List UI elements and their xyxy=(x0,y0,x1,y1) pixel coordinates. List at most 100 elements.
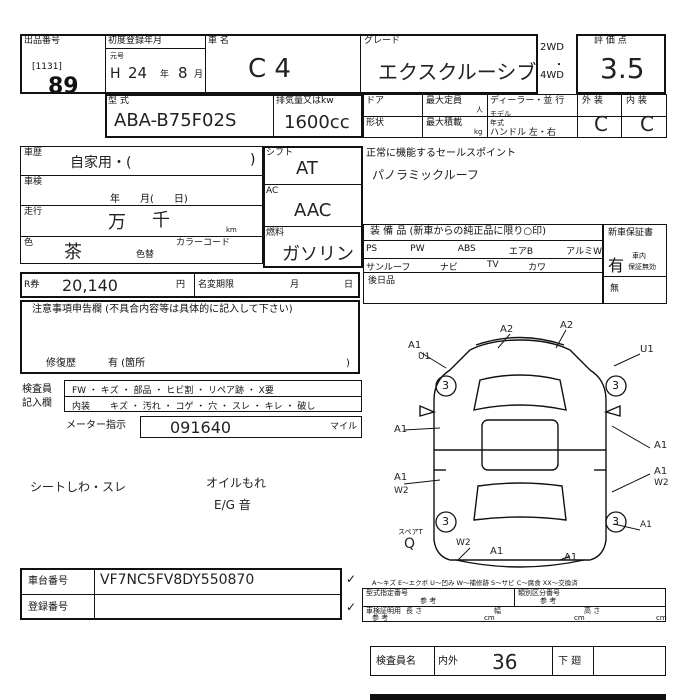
mark-a1-rear-left: A1 xyxy=(490,546,504,557)
first-reg-label: 初度登録年月 xyxy=(108,36,163,46)
equip-ps: PS xyxy=(366,244,378,254)
displacement: 1600cc xyxy=(284,112,350,133)
capacity-label: 最大定員 xyxy=(426,96,463,106)
length-cm: cm xyxy=(484,614,495,622)
equipment-row1: PS PW ABS エアB アルミW xyxy=(366,244,602,257)
mark-w2-right: W2 xyxy=(654,478,669,488)
tax-frame xyxy=(20,272,360,298)
color-code-label: カラーコード xyxy=(176,238,231,248)
lower-frame xyxy=(552,646,666,676)
capacity-unit: 人 xyxy=(476,106,483,114)
hw-note2: オイルもれ xyxy=(206,476,267,490)
width-label: 幅 xyxy=(494,607,501,615)
equip-abs: ABS xyxy=(457,244,476,254)
damage-legend: A〜キズ E〜エクボ U〜凹み W〜補修跡 S〜サビ C〜腐食 XX〜交換済 xyxy=(372,579,578,587)
inspector-row2-label: 内装 xyxy=(72,402,91,412)
mileage-man: 万 xyxy=(108,212,126,233)
meter-value: 091640 xyxy=(170,418,232,437)
exterior-label: 外 装 xyxy=(582,96,603,106)
model-label: 型 式 xyxy=(108,96,129,106)
mark-u1-fr: U1 xyxy=(640,344,654,355)
reg-no-label: 登録番号 xyxy=(28,602,68,613)
repair-label: 修復歴 xyxy=(46,358,76,369)
mark-a1-right-door: A1 xyxy=(654,440,668,451)
model: ABA-B75F02S xyxy=(114,110,237,131)
usage-close: ) xyxy=(250,152,256,168)
dealer-label: ディーラー・並 行 xyxy=(490,96,565,106)
tire-rr-score: 3 xyxy=(612,515,619,528)
selling-points-title: 正常に機能するセールスポイント xyxy=(366,148,516,159)
mark-w2-left: W2 xyxy=(394,486,409,496)
meter-unit: マイル xyxy=(330,422,358,432)
equipment-title: 装 備 品 (新車からの純正品に限り○印) xyxy=(370,226,547,237)
shift-frame xyxy=(263,146,363,268)
equip-navi: ナビ xyxy=(439,263,458,273)
meter-label: メーター指示 xyxy=(66,420,126,431)
equip-pw: PW xyxy=(410,244,425,254)
inspector-value: 36 xyxy=(492,650,518,674)
fuel-value: ガソリン xyxy=(282,244,354,265)
r-value: 20,140 xyxy=(62,276,118,295)
reg-year: 24 xyxy=(128,64,148,82)
tire-fr-score: 3 xyxy=(612,379,619,392)
max-load-label: 最大積載 xyxy=(426,118,463,128)
meter-frame xyxy=(140,416,362,438)
fuel-label: 燃料 xyxy=(266,228,285,238)
spare-mark: Q xyxy=(404,536,416,552)
repair-value: 有 (箇所 xyxy=(108,358,146,369)
hw-note3: E/G 音 xyxy=(214,498,251,512)
exterior-grade: C xyxy=(594,112,608,136)
lot-no-label: 出品番号 xyxy=(24,36,61,46)
shift-label: シフト xyxy=(266,148,294,158)
equip-tv: TV xyxy=(487,260,499,270)
chassis-label: 車台番号 xyxy=(28,576,68,587)
lot-code: [1131] xyxy=(32,62,62,72)
lower-label: 下 廻 xyxy=(558,656,582,667)
inspection-value: 年 月( 日) xyxy=(110,194,188,205)
ac-value: AAC xyxy=(294,200,332,221)
reg-month: 8 xyxy=(178,64,188,82)
height-cm: cm xyxy=(656,614,667,622)
doc-label2: 類別区分番号 xyxy=(518,589,560,597)
drive-2wd: 2WD xyxy=(540,42,564,53)
era-label: 元号 xyxy=(110,52,124,60)
color-label: 色 xyxy=(24,238,34,248)
chassis-check: ✓ xyxy=(346,572,357,586)
era: H xyxy=(110,66,121,82)
mileage-label: 走行 xyxy=(24,207,43,217)
inspector-label2: 記入欄 xyxy=(22,398,52,409)
transfer-day: 日 xyxy=(344,280,354,290)
length-label: 長 さ xyxy=(406,607,423,615)
spec-frame xyxy=(105,94,363,138)
doc-ref1: 参 考 xyxy=(420,597,437,605)
tire-marks xyxy=(435,375,627,533)
selling-points-value: パノラミックルーフ xyxy=(372,168,479,182)
mark-u1-fl: U1 xyxy=(418,352,431,362)
mark-a2-right: A2 xyxy=(560,320,574,331)
transfer-month: 月 xyxy=(290,280,300,290)
mileage-unit: km xyxy=(226,226,237,234)
notes-title: 注意事項申告欄 (不具合内容等は具体的に記入して下さい) xyxy=(32,304,293,315)
usage-value: 自家用・( xyxy=(70,155,132,171)
r-unit: 円 xyxy=(176,280,186,290)
warranty-title: 新車保証書 xyxy=(608,228,654,238)
usage-label: 車歴 xyxy=(24,148,43,158)
header-frame xyxy=(20,34,538,94)
color-value: 茶 xyxy=(64,242,82,263)
warranty-frame xyxy=(603,224,667,304)
equipment-row2: サンルーフ ナビ TV カワ xyxy=(366,260,546,273)
reg-check: ✓ xyxy=(346,600,357,614)
inspector-sign-frame xyxy=(370,646,594,676)
doc-label1: 型式指定番号 xyxy=(366,589,408,597)
grade: エクスクルーシブ xyxy=(378,60,537,84)
cert-ref: 参 考 xyxy=(372,614,389,622)
inspection-label: 車検 xyxy=(24,177,43,187)
mark-a2-left: A2 xyxy=(500,324,514,335)
repair-close: ) xyxy=(346,358,350,369)
bottom-black-bar xyxy=(370,694,666,700)
equip-airbag: エアB xyxy=(508,247,534,257)
equipment-frame xyxy=(363,224,603,304)
inspector-row1: FW ・ キズ ・ 部品 ・ ヒビ割 ・ リペア跡 ・ X要 xyxy=(72,386,274,396)
mark-a1-fl: A1 xyxy=(408,340,422,351)
